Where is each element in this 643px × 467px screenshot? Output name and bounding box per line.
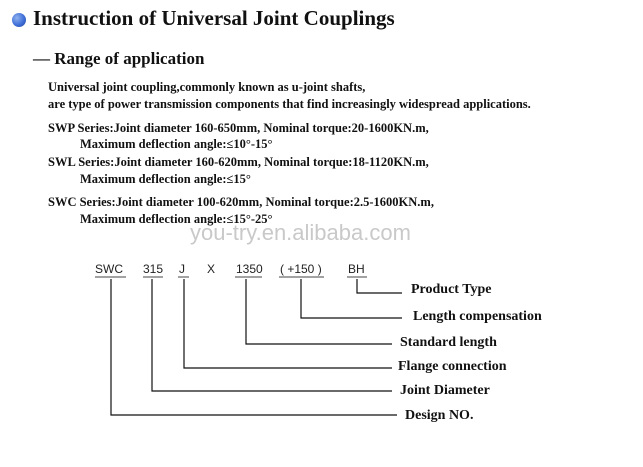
label-length-compensation: Length compensation (413, 309, 542, 324)
bullet-icon (12, 13, 26, 27)
line-standard-length (245, 279, 392, 345)
label-product-type: Product Type (411, 282, 492, 297)
code-part-design: SWC (95, 262, 123, 276)
code-part-diameter: 315 (143, 262, 164, 276)
intro-line-2: are type of power transmission component… (48, 97, 531, 111)
code-part-separator: X (207, 262, 216, 276)
line-joint-diameter (151, 279, 392, 392)
code-part-length: 1350 (236, 262, 263, 276)
watermark: you-try.en.alibaba.com (190, 220, 411, 245)
swp-series-line-2: Maximum deflection angle:≤10°-15° (80, 137, 273, 151)
swl-series-line-1: SWL Series:Joint diameter 160-620mm, Nom… (48, 155, 429, 169)
page-title: Instruction of Universal Joint Couplings (33, 6, 395, 30)
code-part-flange: J (179, 262, 185, 276)
swl-series-line-2: Maximum deflection angle:≤15° (80, 172, 251, 186)
intro-line-1: Universal joint coupling,commonly known … (48, 80, 366, 94)
line-design-no (110, 279, 397, 416)
code-part-compensation: ( +150 ) (280, 262, 322, 276)
code-part-type: BH (348, 262, 365, 276)
line-flange-connection (183, 279, 392, 369)
section-subtitle: — Range of application (33, 49, 205, 68)
line-length-compensation (300, 279, 402, 319)
line-product-type (356, 279, 402, 294)
swp-series-line-1: SWP Series:Joint diameter 160-650mm, Nom… (48, 121, 429, 135)
swc-series-line-2: Maximum deflection angle:≤15°-25° (80, 212, 273, 226)
label-standard-length: Standard length (400, 335, 497, 350)
label-joint-diameter: Joint Diameter (400, 383, 490, 398)
label-design-no: Design NO. (405, 408, 474, 423)
label-flange-connection: Flange connection (398, 359, 507, 374)
swc-series-line-1: SWC Series:Joint diameter 100-620mm, Nom… (48, 195, 434, 209)
